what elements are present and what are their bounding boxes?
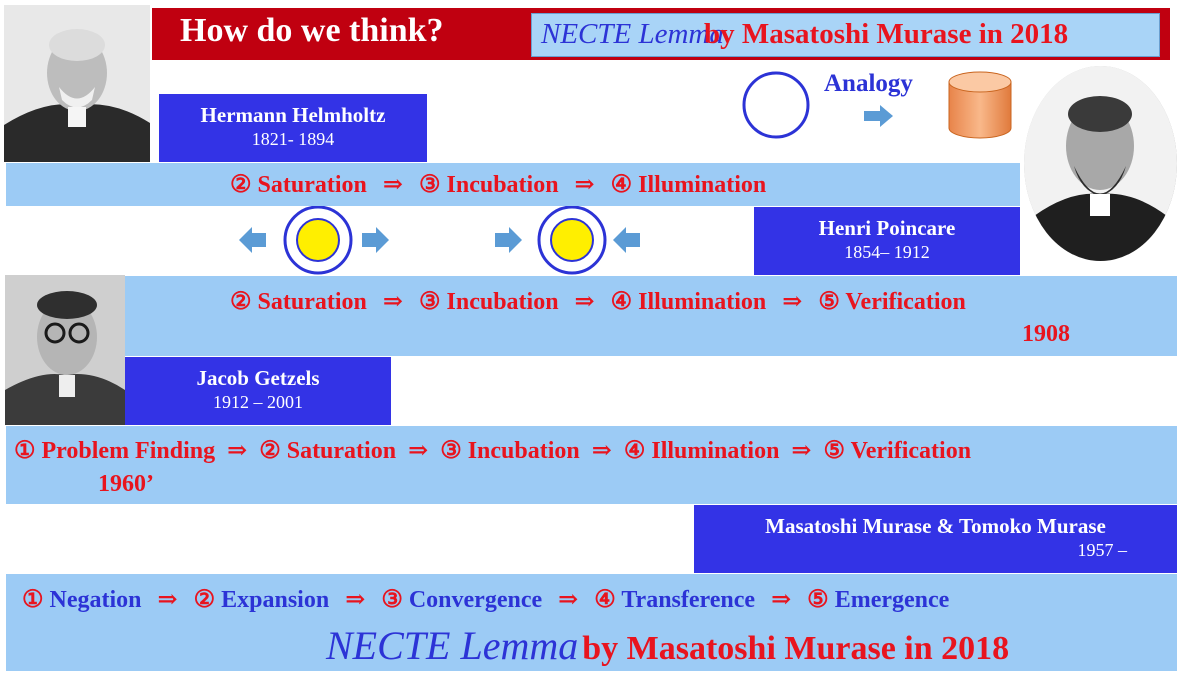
band4-arrow-4: ⇒ — [771, 587, 792, 613]
band2-stages: ② Saturation ⇒ ③ Incubation ⇒ ④ Illumina… — [230, 286, 966, 316]
cylinder-icon — [948, 71, 1012, 139]
band4-num-3: ③ — [381, 587, 403, 613]
band4-num-5: ⑤ — [807, 587, 829, 613]
helmholtz-portrait — [4, 5, 150, 162]
band2-incubation: ③ Incubation — [418, 289, 559, 315]
band2-arrow-3: ⇒ — [782, 289, 803, 315]
band1-saturation: ② Saturation — [230, 172, 367, 198]
band4-arrow-2: ⇒ — [345, 587, 366, 613]
analogy-arrow-icon — [864, 105, 893, 127]
band1-stages: ② Saturation ⇒ ③ Incubation ⇒ ④ Illumina… — [230, 169, 766, 199]
converging-sun-diagram — [495, 206, 640, 275]
band3-year: 1960’ — [98, 471, 154, 497]
band4-convergence: Convergence — [408, 587, 543, 613]
poincare-name: Henri Poincare — [818, 216, 956, 240]
band3-illumination: ④ Illumination — [623, 438, 780, 464]
band3-arrow-4: ⇒ — [791, 438, 812, 464]
band4-num-4: ④ — [594, 587, 616, 613]
band3-arrow-3: ⇒ — [591, 438, 612, 464]
header-subtitle-box: NECTE Lemma by Masatoshi Murase in 2018 — [531, 13, 1160, 57]
band4-transference: Transference — [621, 587, 756, 613]
getzels-name: Jacob Getzels — [196, 366, 320, 390]
band2-arrow-1: ⇒ — [382, 289, 403, 315]
helmholtz-name: Hermann Helmholtz — [200, 103, 386, 127]
getzels-years: 1912 – 2001 — [213, 392, 303, 413]
band1-arrow-2: ⇒ — [574, 172, 595, 198]
header-subtitle-rest: by Masatoshi Murase in 2018 — [704, 18, 1069, 50]
band4-arrow-3: ⇒ — [558, 587, 579, 613]
band-getzels-stages — [6, 426, 1177, 504]
analogy-circle — [742, 71, 810, 139]
poincare-namebox: Henri Poincare 1854– 1912 — [754, 207, 1020, 275]
band3-problem-finding: ① Problem Finding — [14, 438, 216, 464]
poincare-years: 1854– 1912 — [844, 242, 930, 263]
header-subtitle-italic: NECTE Lemma — [541, 18, 724, 50]
band-poincare-stages — [125, 276, 1177, 356]
band3-saturation: ② Saturation — [259, 438, 397, 464]
band2-arrow-2: ⇒ — [574, 289, 595, 315]
band2-year: 1908 — [1022, 321, 1070, 347]
getzels-namebox: Jacob Getzels 1912 – 2001 — [125, 357, 391, 425]
band-necte-stages — [6, 574, 1177, 671]
footer-necte-italic: NECTE Lemma — [326, 623, 579, 668]
footer-byline: by Masatoshi Murase in 2018 — [582, 630, 1010, 667]
band-helmholtz-stages — [6, 163, 1020, 206]
band4-num-1: ① — [22, 587, 44, 613]
band1-incubation: ③ Incubation — [418, 172, 559, 198]
band3-incubation: ③ Incubation — [440, 438, 580, 464]
band2-saturation: ② Saturation — [230, 289, 367, 315]
getzels-portrait — [5, 275, 125, 425]
band1-illumination: ④ Illumination — [610, 172, 767, 198]
band2-verification: ⑤ Verification — [818, 289, 966, 315]
band3-stages: ① Problem Finding ⇒ ② Saturation ⇒ ③ Inc… — [14, 435, 971, 465]
murase-name: Masatoshi Murase & Tomoko Murase — [765, 514, 1106, 538]
band3-verification: ⑤ Verification — [823, 438, 972, 464]
band4-stages: ① Negation ⇒ ② Expansion ⇒ ③ Convergence… — [22, 584, 949, 614]
band4-footer: NECTE Lemma by Masatoshi Murase in 2018 — [326, 622, 1009, 669]
helmholtz-namebox: Hermann Helmholtz 1821- 1894 — [159, 94, 427, 162]
expanding-sun-diagram — [239, 206, 389, 275]
helmholtz-years: 1821- 1894 — [251, 129, 335, 150]
poincare-portrait — [1024, 66, 1177, 261]
analogy-label: Analogy — [824, 70, 913, 97]
murase-namebox: Masatoshi Murase & Tomoko Murase 1957 – — [694, 505, 1177, 573]
band3-arrow-1: ⇒ — [227, 438, 248, 464]
band4-emergence: Emergence — [834, 587, 950, 613]
murase-years: 1957 – — [1077, 540, 1128, 561]
band4-num-2: ② — [193, 587, 216, 613]
band1-arrow-1: ⇒ — [382, 172, 403, 198]
band4-expansion: Expansion — [221, 587, 330, 613]
band4-arrow-1: ⇒ — [157, 587, 178, 613]
header-title: How do we think? — [180, 12, 444, 49]
band4-negation: Negation — [49, 587, 142, 613]
band3-arrow-2: ⇒ — [408, 438, 429, 464]
band2-illumination: ④ Illumination — [610, 289, 767, 315]
